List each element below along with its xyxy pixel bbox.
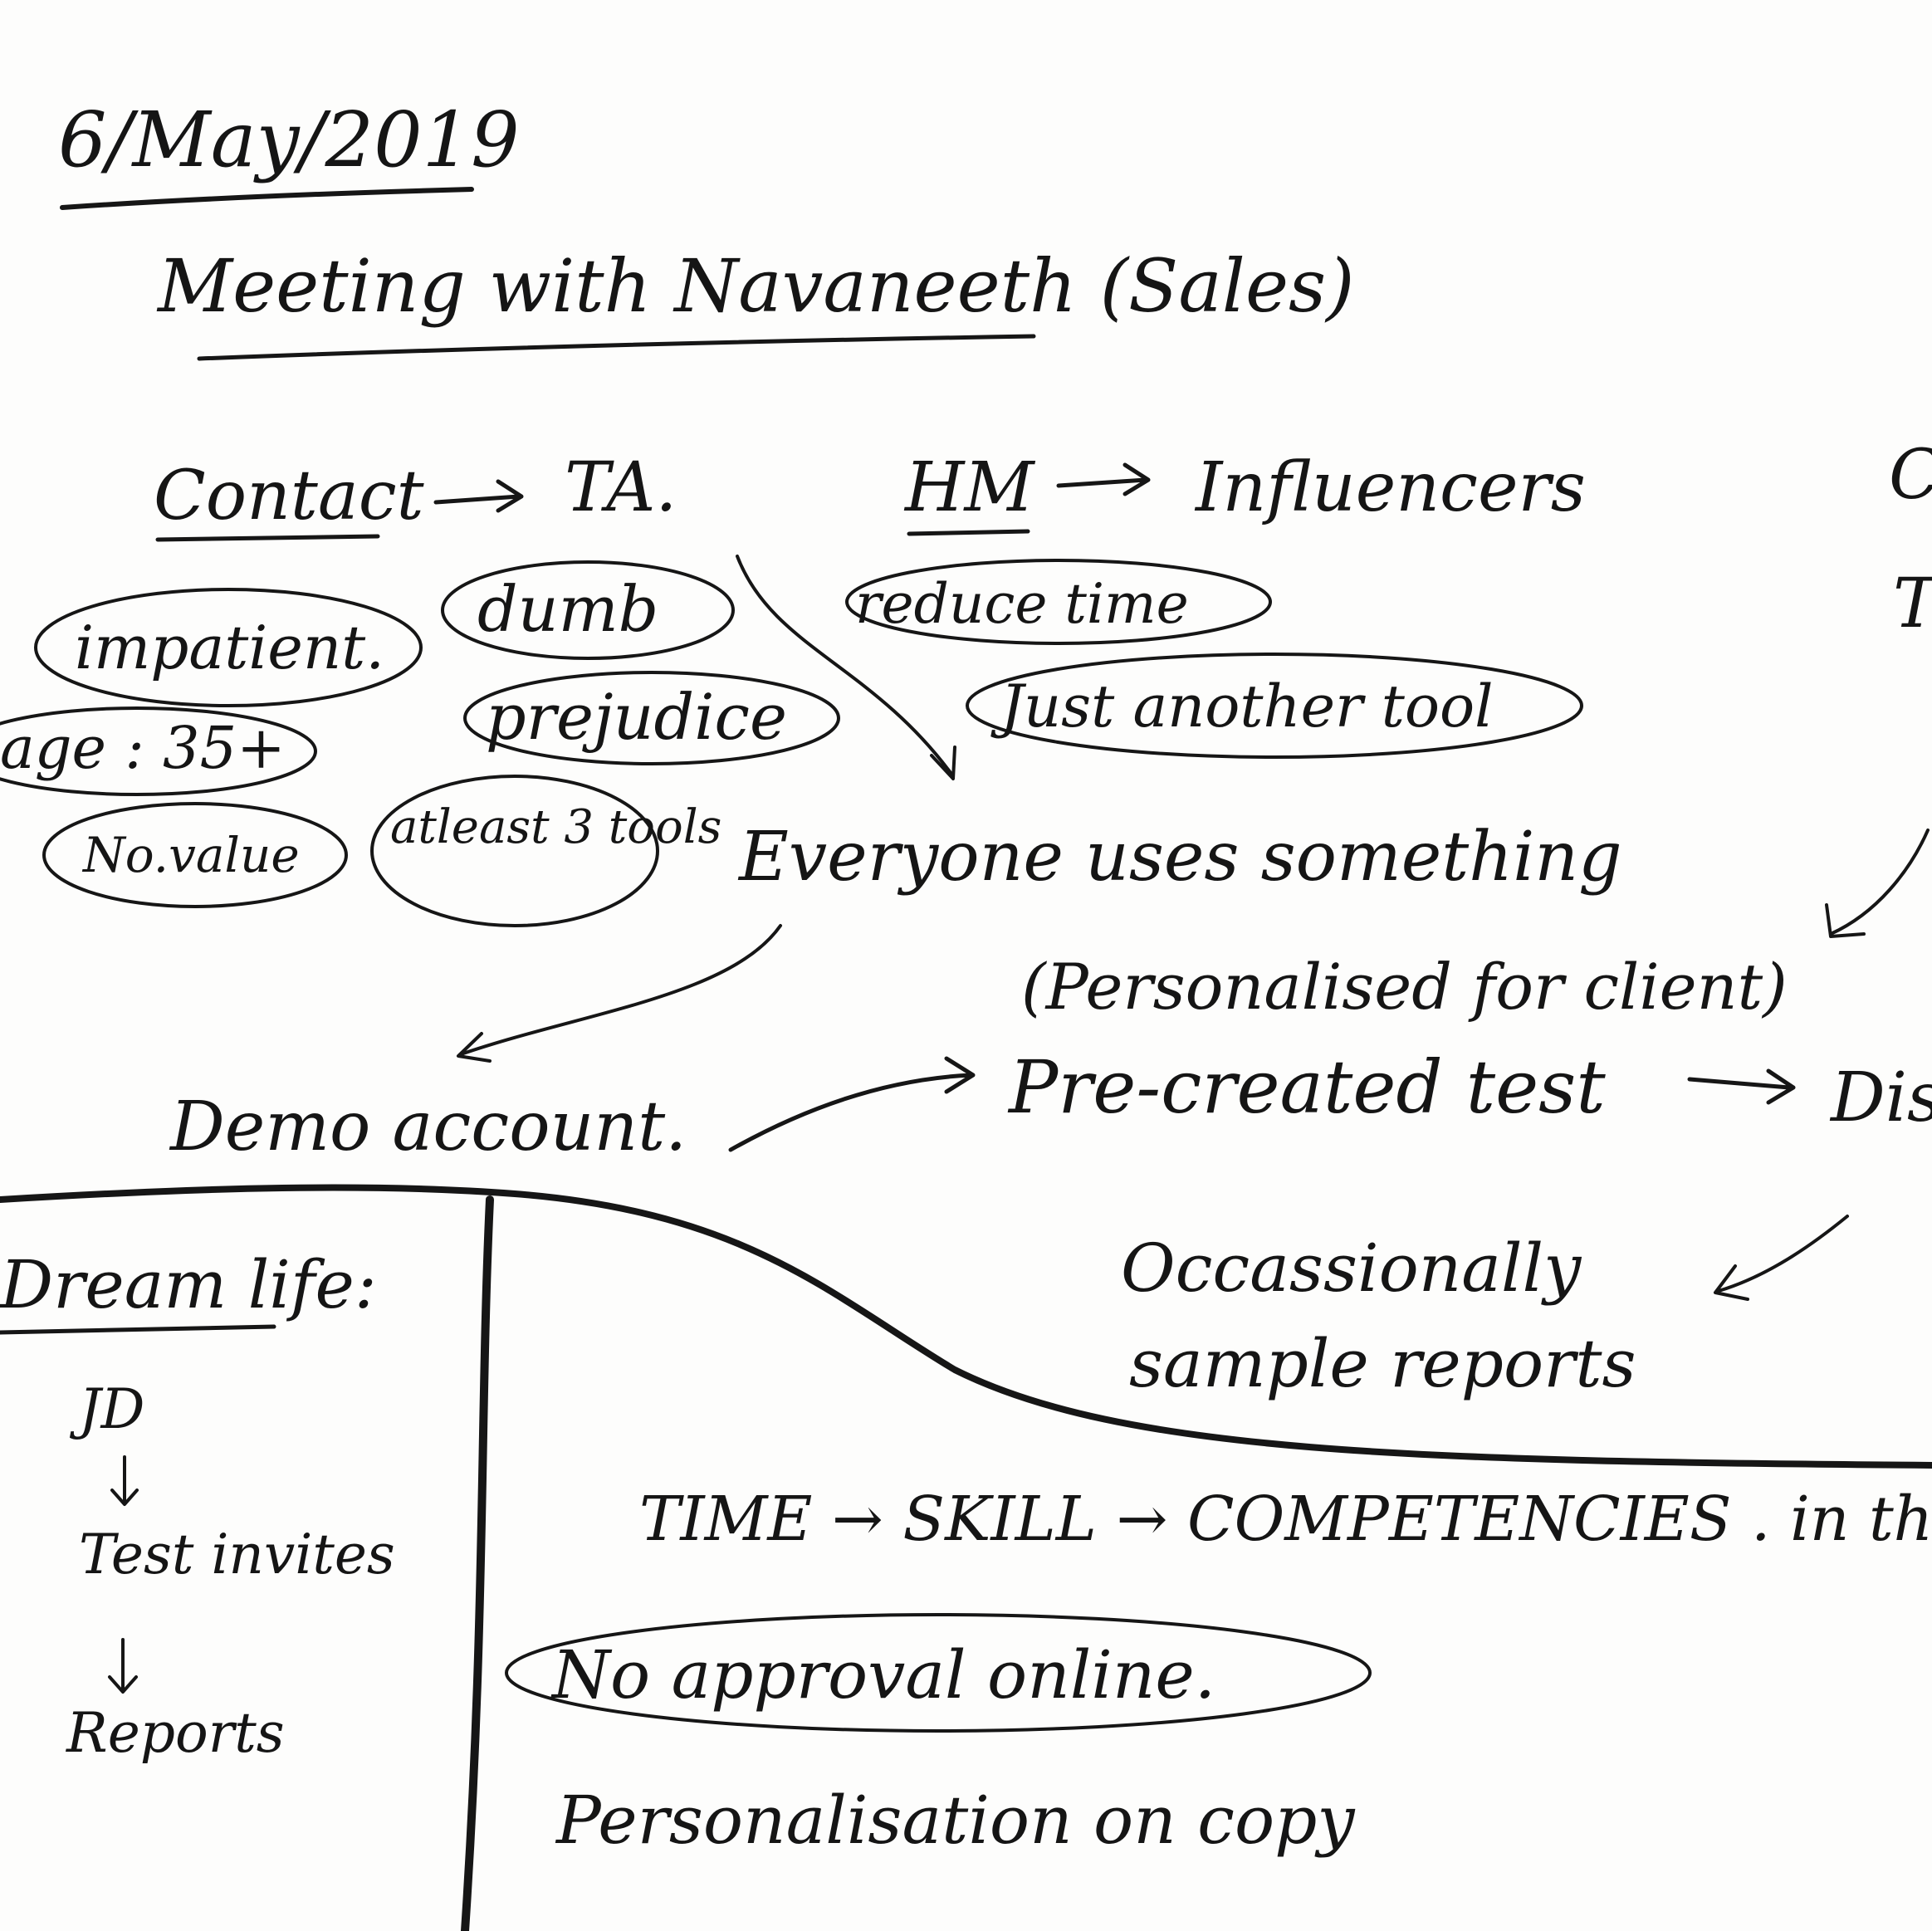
arrow-hm-influencers [1056, 462, 1151, 496]
arrow-to-occasionally [1714, 1215, 1849, 1301]
oval-impatient [34, 588, 423, 707]
occasionally-line-2: sample reports [1129, 1325, 1636, 1402]
time-skill-competencies: TIME → SKILL → COMPETENCIES . in the [639, 1484, 1932, 1555]
oval-just-another-tool [966, 653, 1583, 759]
arrow-contact-ta [433, 479, 524, 513]
pre-created-test: Pre-created test [1007, 1044, 1606, 1130]
date-underline [60, 187, 474, 210]
oval-no-approval [505, 1613, 1372, 1733]
title-underline [197, 334, 1036, 361]
trait-dumb: dumb [477, 572, 658, 646]
hm-label: HM [903, 448, 1036, 527]
arrow-ta-everyone [736, 555, 956, 780]
meeting-title: Meeting with Navaneeth (Sales) [156, 243, 1355, 329]
arrow-jd-test [110, 1455, 139, 1506]
trait-impatient: impatient. [75, 613, 384, 682]
trait-just-another-tool: Just another tool [990, 672, 1494, 741]
personalisation-on-copy: Personalisation on copy [555, 1782, 1356, 1859]
edge-partial-t: T [1893, 565, 1932, 643]
dream-step-jd: JD [69, 1377, 144, 1441]
trait-prejudice: prejudice [486, 680, 787, 754]
personalised-for-client: (Personalised for client) [1021, 950, 1788, 1024]
edge-partial-dis: Dis [1829, 1058, 1932, 1137]
contact-label: Contact [154, 457, 425, 535]
trait-no-value: No.value [81, 827, 300, 883]
dream-step-reports: Reports [66, 1701, 285, 1765]
arrow-everyone-demo [457, 924, 782, 1063]
oval-age [0, 706, 317, 796]
arrow-demo-precreated [728, 1056, 976, 1152]
contact-underline [155, 534, 380, 542]
dream-life-heading: Dream life: [0, 1246, 377, 1323]
arrow-test-reports [108, 1638, 138, 1694]
no-approval-online: No approval online. [550, 1636, 1215, 1713]
trait-reduce-time: reduce time [855, 572, 1189, 636]
edge-partial-c: C [1889, 436, 1932, 515]
everyone-uses-something: Everyone uses something [737, 818, 1622, 897]
dream-life-underline [0, 1324, 276, 1335]
section-divider-line [0, 1184, 1932, 1469]
dream-life-vertical-line [461, 1195, 494, 1931]
oval-dumb [441, 560, 735, 660]
influencers-label: Influencers [1194, 448, 1586, 527]
oval-reduce-time [845, 559, 1272, 645]
oval-prejudice [463, 671, 840, 765]
oval-no-value [42, 802, 348, 908]
ta-label: TA. [565, 448, 677, 527]
arrow-right-edge-down [1825, 829, 1930, 938]
trait-atleast-tools: atleast 3 tools [390, 800, 721, 854]
dream-step-test-invites: Test invites [79, 1523, 395, 1586]
date-text: 6/May/2019 [58, 95, 520, 184]
trait-atleast-tools-text: atleast 3 tools [390, 800, 721, 854]
arrow-precreated-dis [1687, 1068, 1796, 1105]
trait-age: age : 35+ [0, 714, 286, 782]
occasionally-line-1: Occassionally [1121, 1229, 1582, 1307]
hm-underline [907, 529, 1030, 536]
demo-account: Demo account. [169, 1088, 687, 1166]
oval-atleast-tools [370, 775, 659, 927]
